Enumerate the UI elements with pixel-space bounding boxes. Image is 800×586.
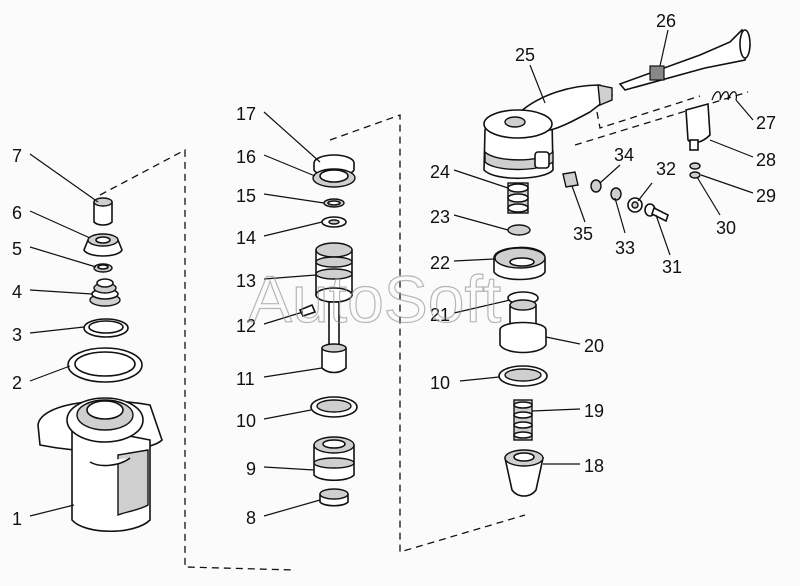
- part-18-sleeve: [504, 449, 544, 497]
- part-29-nut: [689, 162, 701, 179]
- part-4-spring: [89, 278, 121, 307]
- label-7: 7: [12, 146, 22, 166]
- label-21: 21: [430, 305, 450, 325]
- label-23: 23: [430, 207, 450, 227]
- label-13: 13: [236, 271, 256, 291]
- part-5-ring: [93, 263, 113, 273]
- part-23-washer: [507, 224, 531, 236]
- label-10-middle: 10: [236, 411, 256, 431]
- part-31-bolt: [644, 203, 669, 223]
- label-29: 29: [756, 186, 776, 206]
- part-9-valve-body: [313, 436, 355, 482]
- label-18: 18: [584, 456, 604, 476]
- label-10-right: 10: [430, 373, 450, 393]
- part-27-spring: [711, 91, 737, 101]
- watermark: AutoSoft: [248, 262, 501, 336]
- part-15-oring: [323, 198, 345, 208]
- part-26-handle: [618, 28, 751, 91]
- label-17: 17: [236, 104, 256, 124]
- label-12: 12: [236, 316, 256, 336]
- label-24: 24: [430, 162, 450, 182]
- part-10-ring-right: [498, 365, 548, 387]
- part-12-pin: [298, 303, 317, 317]
- part-25-lever-body: [483, 84, 614, 180]
- part-22-plate: [493, 246, 546, 281]
- part-28-bracket: [685, 102, 711, 151]
- part-35-bushing: [562, 171, 579, 188]
- part-14-washer: [321, 216, 347, 228]
- part-3-retaining-ring: [83, 318, 129, 338]
- label-33: 33: [615, 238, 635, 258]
- part-24-spring: [507, 182, 529, 214]
- label-15: 15: [236, 186, 256, 206]
- label-16: 16: [236, 147, 256, 167]
- part-32-washer: [627, 197, 643, 213]
- label-25: 25: [515, 45, 535, 65]
- part-6-cup: [83, 233, 123, 257]
- label-20: 20: [584, 336, 604, 356]
- part-1-housing: [37, 397, 163, 533]
- label-22: 22: [430, 253, 450, 273]
- part-19-spring: [513, 399, 533, 441]
- assembly-guide-lines: [99, 91, 749, 571]
- label-11: 11: [236, 369, 255, 389]
- label-28: 28: [756, 150, 776, 170]
- leader-lines: [29, 29, 754, 517]
- label-3: 3: [12, 325, 22, 345]
- label-30: 30: [716, 218, 736, 238]
- part-20-valve: [499, 299, 547, 354]
- label-1: 1: [12, 509, 22, 529]
- part-10-ring-middle: [310, 396, 358, 418]
- part-16-ring: [312, 168, 356, 188]
- label-2: 2: [12, 373, 22, 393]
- label-32: 32: [656, 159, 676, 179]
- part-13-piston: [315, 242, 353, 303]
- label-14: 14: [236, 228, 256, 248]
- label-5: 5: [12, 239, 22, 259]
- label-8: 8: [246, 508, 256, 528]
- part-11-stem: [321, 301, 347, 374]
- label-35: 35: [573, 224, 593, 244]
- label-19: 19: [584, 401, 604, 421]
- label-9: 9: [246, 459, 256, 479]
- label-31: 31: [662, 257, 682, 277]
- label-6: 6: [12, 203, 22, 223]
- part-8-seal: [319, 488, 349, 507]
- label-34: 34: [614, 145, 634, 165]
- label-27: 27: [756, 113, 776, 133]
- part-2-gasket-ring: [67, 347, 143, 383]
- part-34-washer: [590, 179, 602, 193]
- label-26: 26: [656, 11, 676, 31]
- part-33-washer: [610, 187, 622, 201]
- part-7-bushing: [93, 197, 113, 226]
- label-4: 4: [12, 282, 22, 302]
- part-labels: 1 2 3 4 5 6 7 8 9 10 11 12 13 14 15 16 1…: [12, 11, 776, 529]
